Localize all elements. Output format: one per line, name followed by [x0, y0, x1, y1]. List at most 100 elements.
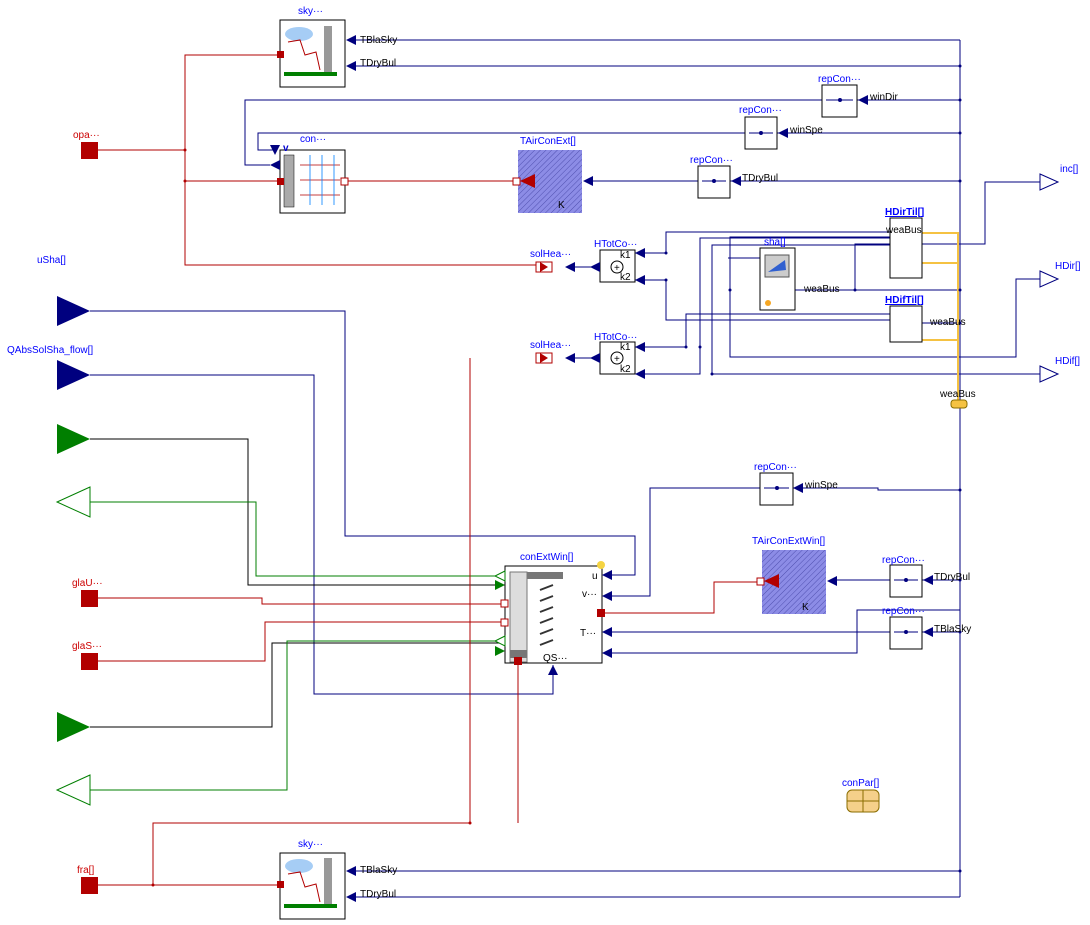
input-green-1[interactable] [57, 424, 90, 454]
input-opa[interactable]: opa··· [73, 130, 100, 159]
weabus-connector[interactable]: weaBus [939, 389, 976, 409]
solhea-1-block[interactable]: solHea··· [530, 249, 575, 273]
solhea-1-label: solHea··· [530, 249, 571, 260]
k2-label: k2 [620, 272, 631, 283]
heat-port[interactable] [340, 177, 349, 186]
heat-port[interactable] [500, 599, 509, 608]
heat-port[interactable] [277, 881, 284, 888]
cloud-icon [285, 859, 313, 873]
weabus-dif-label: weaBus [929, 317, 966, 328]
hdif-label: HDif[] [1055, 356, 1080, 367]
winspe2-label: winSpe [804, 480, 838, 491]
tairconext-block[interactable]: K TAirConExt[] [512, 136, 593, 213]
u-port-label: u [592, 571, 598, 582]
output-hdir[interactable]: HDir[] [1039, 261, 1081, 288]
repcon-windir-block[interactable]: repCon··· winDir [818, 74, 898, 118]
glas-label: glaS··· [72, 641, 102, 652]
tairconextwin-block[interactable]: K TAirConExtWin[] [752, 536, 837, 614]
output-green-1[interactable] [55, 486, 91, 518]
con-label: con··· [300, 134, 326, 145]
heat-port[interactable] [500, 618, 509, 627]
heat-port[interactable] [597, 609, 605, 617]
k1-label: k1 [620, 342, 631, 353]
tblasky-top-label: TBlaSky [360, 35, 397, 46]
con-v-label: v [283, 143, 289, 154]
input-usha[interactable]: uSha[] [37, 255, 90, 326]
opa-label: opa··· [73, 130, 100, 141]
glau-label: glaU··· [72, 578, 103, 589]
repcon-windir-label: repCon··· [818, 74, 861, 85]
tairconext-unit: K [558, 200, 565, 211]
tdrybul-top-label: TDryBul [360, 58, 396, 69]
k2-label: k2 [620, 364, 631, 375]
k1-label: k1 [620, 250, 631, 261]
output-hdif[interactable]: HDif[] [1039, 356, 1080, 383]
cloud-icon [285, 27, 313, 41]
conextwin-label: conExtWin[] [520, 552, 574, 563]
repcon-tdrybul-label: repCon··· [690, 155, 733, 166]
tairconextwin-unit: K [802, 602, 809, 613]
solhea-2-block[interactable]: solHea··· [530, 340, 575, 364]
htotco-2-block[interactable]: + k1 k2 HTotCo··· [590, 332, 645, 379]
repcon-tblasky2-label: repCon··· [882, 606, 925, 617]
weabus-label: weaBus [939, 389, 976, 400]
windir-label: winDir [869, 92, 898, 103]
solhea-2-label: solHea··· [530, 340, 571, 351]
weabus-til-label: weaBus [885, 225, 922, 236]
repcon-tdrybul2-block[interactable]: repCon··· TDryBul [882, 555, 970, 598]
hdiftil-block[interactable]: HDifTil[] weaBus [885, 295, 966, 343]
junction-dots [151, 64, 962, 887]
qs-port-label: QS··· [543, 653, 567, 664]
usha-label: uSha[] [37, 255, 66, 266]
conpar-block[interactable]: conPar[] [842, 778, 880, 813]
heat-port[interactable] [756, 577, 765, 586]
hdirtil-block[interactable]: HDirTil[] weaBus [885, 207, 924, 279]
green-wires [90, 501, 505, 791]
output-inc[interactable]: inc[] [1039, 164, 1079, 191]
tblasky-bottom-label: TBlaSky [360, 865, 397, 876]
fra-label: fra[] [77, 865, 94, 876]
weabus-sha-label: weaBus [803, 284, 840, 295]
tairconextwin-label: TAirConExtWin[] [752, 536, 825, 547]
plus-sign: + [614, 354, 620, 365]
conextwin-block[interactable]: u v··· T··· QS··· conExtWin[] [493, 552, 612, 675]
sha-label: sha[] [764, 237, 786, 248]
conpar-label: conPar[] [842, 778, 879, 789]
heat-port[interactable] [512, 177, 521, 186]
heat-port[interactable] [277, 178, 284, 185]
repcon-tdrybul-block[interactable]: repCon··· TDryBul [690, 155, 778, 199]
plus-sign: + [614, 263, 620, 274]
hdiftil-label: HDifTil[] [885, 295, 924, 306]
input-qabssolsha[interactable]: QAbsSolSha_flow[] [7, 345, 93, 390]
sha-block[interactable]: sha[] weaBus [759, 237, 840, 311]
input-green-2[interactable] [57, 712, 90, 742]
tdrybul2-label: TDryBul [934, 572, 970, 583]
output-green-2[interactable] [55, 774, 91, 806]
weather-bus-lines [922, 232, 959, 400]
repcon-winspe-block[interactable]: repCon··· winSpe [739, 105, 823, 150]
input-fra[interactable]: fra[] [77, 865, 98, 894]
input-glas[interactable]: glaS··· [72, 641, 102, 670]
heat-port[interactable] [277, 51, 284, 58]
htotco-2-label: HTotCo··· [594, 332, 637, 343]
repcon-winspe2-block[interactable]: repCon··· winSpe [754, 462, 838, 506]
heat-port[interactable] [514, 657, 522, 665]
con-block[interactable]: con··· v [270, 134, 349, 214]
sky-bottom-label: sky··· [298, 839, 323, 850]
sky-top-label: sky··· [298, 6, 323, 17]
t-port-label: T··· [580, 628, 596, 639]
input-glau[interactable]: glaU··· [72, 578, 103, 607]
hdirtil-label: HDirTil[] [885, 207, 924, 218]
repcon-tblasky2-block[interactable]: repCon··· TBlaSky [882, 606, 971, 650]
repcon-tdrybul2-label: repCon··· [882, 555, 925, 566]
htotco-1-label: HTotCo··· [594, 239, 637, 250]
inc-label: inc[] [1060, 164, 1079, 175]
htotco-1-block[interactable]: + k1 k2 HTotCo··· [590, 239, 645, 285]
winspe-label: winSpe [789, 125, 823, 136]
sky-top-block[interactable]: sky··· TBlaSky TDryBul [277, 6, 397, 88]
tdrybul-bottom-label: TDryBul [360, 889, 396, 900]
hdir-label: HDir[] [1055, 261, 1081, 272]
sky-bottom-block[interactable]: sky··· TBlaSky TDryBul [277, 839, 397, 920]
tblasky2-label: TBlaSky [934, 624, 971, 635]
